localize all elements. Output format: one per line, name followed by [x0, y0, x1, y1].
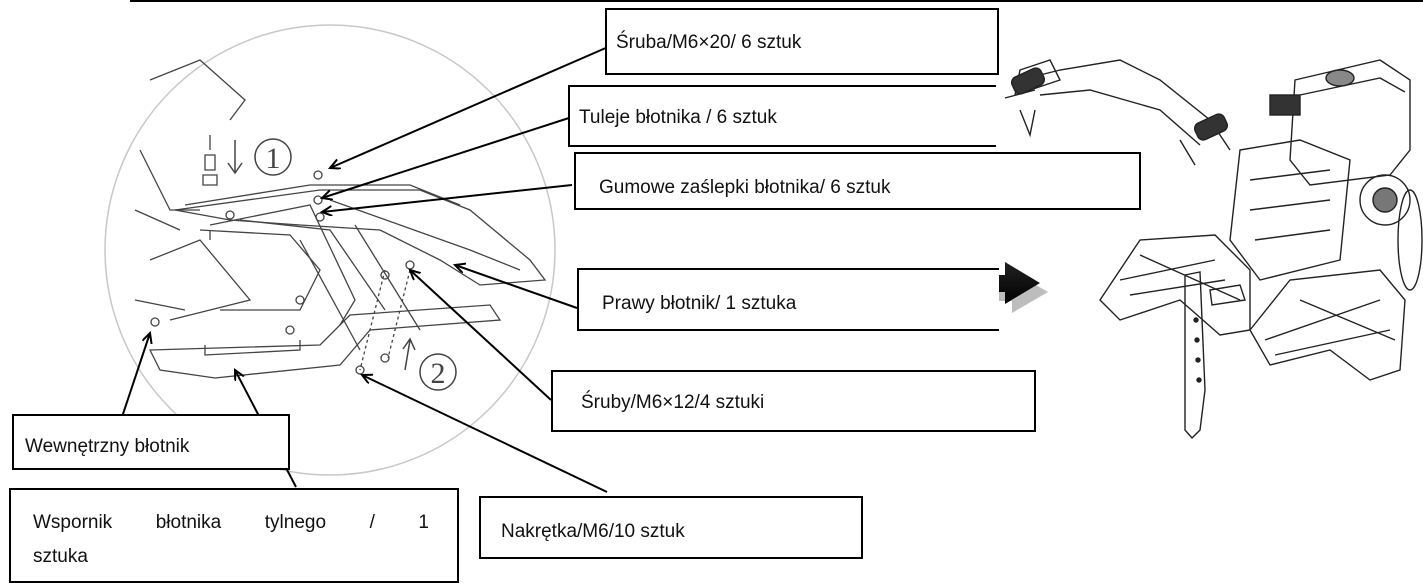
- detail-circle: [104, 24, 556, 476]
- label-screw-m6x20-text: Śruba/M6×20/ 6 sztuk: [616, 32, 802, 53]
- label-nut-m6-text: Nakrętka/M6/10 sztuk: [501, 521, 685, 542]
- tiller-machine-sketch: [1004, 59, 1423, 440]
- step-1-mark: 1: [227, 138, 292, 176]
- leader-rubber-caps: [322, 184, 573, 212]
- leader-screw-m6x20: [330, 46, 609, 168]
- leader-right-fender: [455, 265, 578, 309]
- step-1-number: 1: [266, 142, 281, 175]
- label-right-fender: Prawy błotnik/ 1 sztuka: [577, 268, 999, 331]
- label-fender-bushings: Tuleje błotnika / 6 sztuk: [568, 85, 996, 147]
- label-right-fender-text: Prawy błotnik/ 1 sztuka: [602, 293, 797, 314]
- label-screws-m6x12: Śruby/M6×12/4 sztuki: [551, 370, 1036, 432]
- label-rubber-caps-text: Gumowe zaślepki błotnika/ 6 sztuk: [599, 177, 891, 198]
- step-2-number: 2: [431, 357, 446, 390]
- step-2-mark: 2: [402, 337, 457, 391]
- label-rear-bracket-line1: Wspornik błotnika tylnego / 1: [33, 512, 429, 533]
- label-screws-m6x12-text: Śruby/M6×12/4 sztuki: [581, 392, 765, 413]
- leader-inner-fender: [121, 333, 150, 418]
- label-nut-m6: Nakrętka/M6/10 sztuk: [479, 496, 863, 559]
- label-rubber-caps: Gumowe zaślepki błotnika/ 6 sztuk: [574, 152, 1141, 210]
- leader-nut-m6: [362, 375, 608, 493]
- leader-screws-m6x12: [410, 270, 552, 401]
- label-screw-m6x20: Śruba/M6×20/ 6 sztuk: [605, 8, 999, 75]
- fender-assembly-sketch: [134, 59, 547, 379]
- label-rear-bracket: Wspornik błotnika tylnego / 1 sztuka: [9, 488, 459, 583]
- label-fender-bushings-text: Tuleje błotnika / 6 sztuk: [579, 107, 777, 128]
- label-inner-fender: Wewnętrzny błotnik: [12, 414, 290, 470]
- leader-fender-bushings: [322, 116, 573, 198]
- label-rear-bracket-line2: sztuka: [33, 546, 88, 567]
- label-inner-fender-text: Wewnętrzny błotnik: [25, 436, 190, 457]
